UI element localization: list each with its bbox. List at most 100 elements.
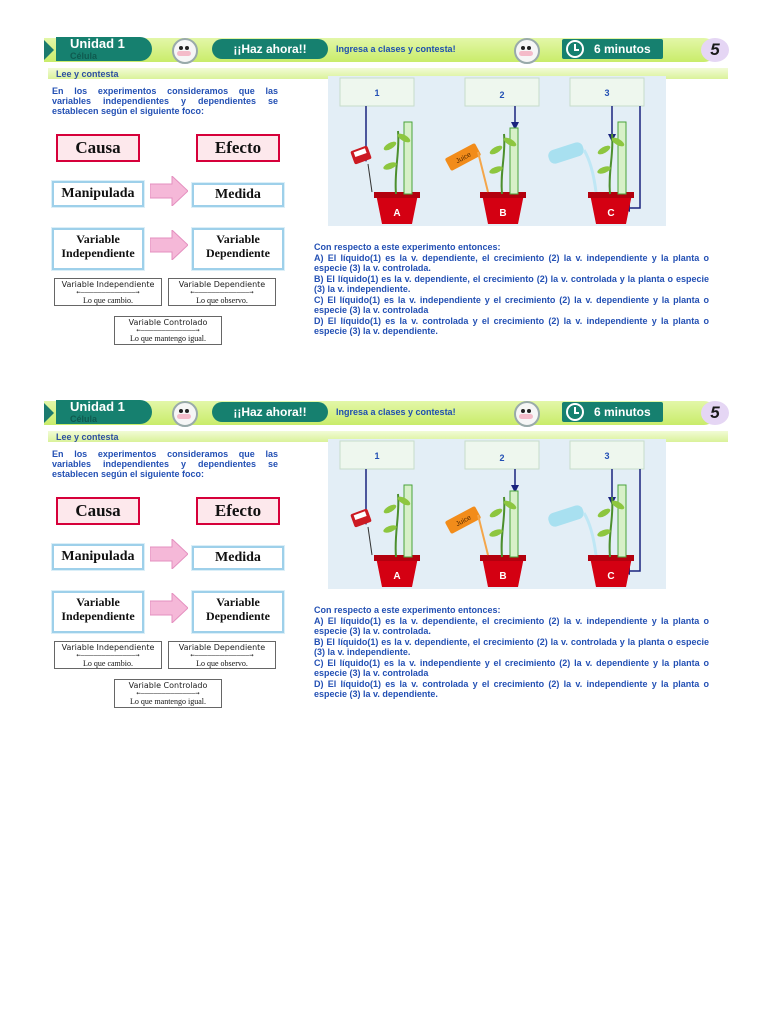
question-block: Con respecto a este experimento entonces… xyxy=(314,242,709,337)
section-bar xyxy=(48,68,728,79)
label-box-2 xyxy=(464,77,540,107)
question-block: Con respecto a este experimento entonces… xyxy=(314,605,709,700)
clock-icon xyxy=(566,40,584,58)
water-bottle-icon xyxy=(548,505,598,556)
legend-title: Variable Dependiente xyxy=(178,280,266,289)
legend-controlled: Variable Controlado ←–––––––––––––→ Lo q… xyxy=(114,679,222,708)
cause-box: Causa xyxy=(56,497,140,525)
label-box-3 xyxy=(569,440,645,470)
label-box-2 xyxy=(464,440,540,470)
timer-pill: 6 minutos xyxy=(562,39,663,59)
experiment-figure: 1 2 3 A B xyxy=(328,76,666,226)
paint-can-icon xyxy=(350,145,373,193)
section-label: Lee y contesta xyxy=(56,432,119,442)
dashed-arrow-icon: ←–––––––––––––→ xyxy=(76,288,140,296)
option-d: D) El líquido(1) es la v. controlada y e… xyxy=(314,678,709,700)
dependent-variable-box: Variable Dependiente xyxy=(192,228,284,270)
question-prompt: Con respecto a este experimento entonces… xyxy=(314,605,501,615)
juice-box-icon: Juice xyxy=(445,506,489,556)
label-2: 2 xyxy=(499,453,504,463)
legend-note: Lo que cambio. xyxy=(83,659,133,668)
step-badge: 5 xyxy=(701,38,729,62)
cell-mascot-icon xyxy=(172,401,198,427)
legend-title: Variable Controlado xyxy=(128,318,208,327)
legend-note: Lo que mantengo igual. xyxy=(130,334,206,343)
dashed-arrow-icon: ←–––––––––––––→ xyxy=(136,689,200,697)
option-c: C) El líquido(1) es la v. independiente … xyxy=(314,657,709,679)
arrow-right-icon xyxy=(150,593,188,623)
legend-note: Lo que mantengo igual. xyxy=(130,697,206,706)
effect-box: Efecto xyxy=(196,497,280,525)
intro-text: En los experimentos consideramos que las… xyxy=(52,449,278,479)
pot-b: B xyxy=(480,192,526,224)
cell-mascot-icon xyxy=(514,401,540,427)
legend-title: Variable Independiente xyxy=(61,643,155,652)
arrow-right-icon xyxy=(150,230,188,260)
worksheet-header: Unidad 1 Célula ¡¡Haz ahora!! Ingresa a … xyxy=(44,36,732,66)
timer-label: 6 minutos xyxy=(594,405,651,419)
unit-subtitle: Célula xyxy=(70,51,98,61)
measured-box: Medida xyxy=(192,546,284,570)
option-d: D) El líquido(1) es la v. controlada y e… xyxy=(314,315,709,337)
label-box-1 xyxy=(339,440,415,470)
pot-b: B xyxy=(480,555,526,587)
dashed-arrow-icon: ←–––––––––––––→ xyxy=(190,288,254,296)
unit-subtitle: Célula xyxy=(70,414,98,424)
pot-c: C xyxy=(588,192,634,224)
label-2: 2 xyxy=(499,90,504,100)
option-c: C) El líquido(1) es la v. independiente … xyxy=(314,294,709,316)
legend-note: Lo que observo. xyxy=(196,296,248,305)
legend-title: Variable Controlado xyxy=(128,681,208,690)
unit-pill xyxy=(56,37,152,61)
action-label: ¡¡Haz ahora!! xyxy=(212,402,328,422)
pot-a: A xyxy=(374,555,420,587)
pot-a: A xyxy=(374,192,420,224)
label-3: 3 xyxy=(604,88,609,98)
cause-box: Causa xyxy=(56,134,140,162)
water-bottle-icon xyxy=(548,142,598,193)
legend-independent: Variable Independiente ←–––––––––––––→ L… xyxy=(54,641,162,669)
timer-label: 6 minutos xyxy=(594,42,651,56)
legend-title: Variable Independiente xyxy=(61,280,155,289)
chevron-right-icon xyxy=(44,403,54,423)
measured-box: Medida xyxy=(192,183,284,207)
dashed-arrow-icon: ←–––––––––––––→ xyxy=(190,651,254,659)
label-box-3 xyxy=(569,77,645,107)
step-badge: 5 xyxy=(701,401,729,425)
section-label: Lee y contesta xyxy=(56,69,119,79)
option-b: B) El líquido(1) es la v. dependiente, e… xyxy=(314,273,709,295)
worksheet-card-1: Unidad 1 Célula ¡¡Haz ahora!! Ingresa a … xyxy=(44,36,732,345)
pot-c: C xyxy=(588,555,634,587)
label-3: 3 xyxy=(604,451,609,461)
svg-text:C: C xyxy=(607,208,614,219)
manipulated-box: Manipulada xyxy=(52,181,144,207)
svg-text:B: B xyxy=(499,208,506,219)
independent-variable-box: Variable Independiente xyxy=(52,228,144,270)
intro-text: En los experimentos consideramos que las… xyxy=(52,86,278,116)
legend-note: Lo que observo. xyxy=(196,659,248,668)
juice-box-icon: Juice xyxy=(445,143,489,193)
chevron-right-icon xyxy=(44,40,54,60)
independent-variable-box: Variable Independiente xyxy=(52,591,144,633)
option-a: A) El líquido(1) es la v. dependiente, e… xyxy=(314,615,709,637)
paint-can-icon xyxy=(350,508,373,556)
plant-experiment-illustration: 1 2 3 A B C xyxy=(339,440,645,587)
experiment-figure: 1 2 3 A B C xyxy=(328,439,666,589)
legend-controlled: Variable Controlado ←–––––––––––––→ Lo q… xyxy=(114,316,222,345)
svg-text:A: A xyxy=(393,208,400,219)
timer-pill: 6 minutos xyxy=(562,402,663,422)
worksheet-header: Unidad 1 Célula ¡¡Haz ahora!! Ingresa a … xyxy=(44,399,732,429)
label-1: 1 xyxy=(374,451,379,461)
dashed-arrow-icon: ←–––––––––––––→ xyxy=(76,651,140,659)
svg-text:B: B xyxy=(499,571,506,582)
question-prompt: Con respecto a este experimento entonces… xyxy=(314,242,501,252)
unit-pill xyxy=(56,400,152,424)
svg-text:C: C xyxy=(607,571,614,582)
option-b: B) El líquido(1) es la v. dependiente, e… xyxy=(314,636,709,658)
arrow-right-icon xyxy=(150,176,188,206)
label-1: 1 xyxy=(374,88,379,98)
unit-title: Unidad 1 xyxy=(70,36,125,51)
section-bar xyxy=(48,431,728,442)
instruction-text: Ingresa a clases y contesta! xyxy=(336,44,456,54)
legend-dependent: Variable Dependiente ←–––––––––––––→ Lo … xyxy=(168,278,276,306)
